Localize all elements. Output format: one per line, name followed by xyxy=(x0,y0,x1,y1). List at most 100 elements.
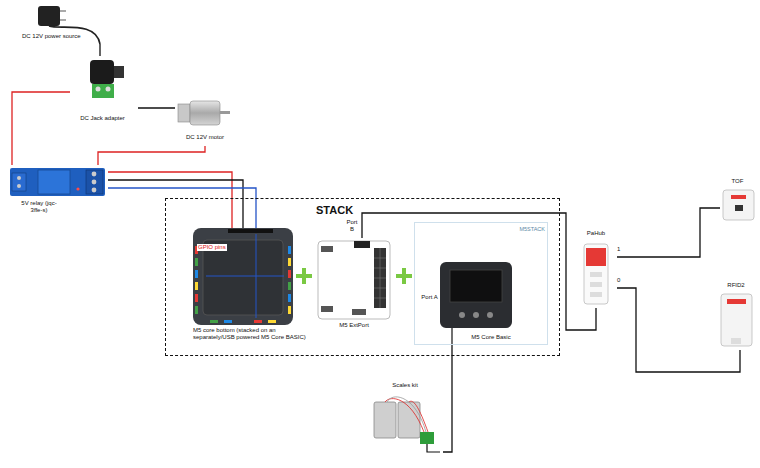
text-holder: RFID2 xyxy=(718,282,754,289)
core-bottom-board xyxy=(203,240,283,315)
text-holder: GPIO pins xyxy=(197,235,231,253)
tof-unit xyxy=(723,190,754,220)
extport-board xyxy=(374,248,386,308)
core-basic-device xyxy=(440,262,512,328)
relay-module xyxy=(17,184,21,188)
wire xyxy=(108,188,256,228)
node-label: DC Jack adapter xyxy=(70,115,135,122)
core-bottom-board xyxy=(195,282,198,290)
node-label: STACK xyxy=(316,204,361,217)
dc-jack xyxy=(106,87,111,92)
text-holder: M5STACK xyxy=(499,226,545,233)
pahub-unit xyxy=(584,244,608,304)
relay-module xyxy=(92,188,97,193)
dc-jack xyxy=(90,60,124,98)
core-bottom-board xyxy=(193,228,293,325)
core-bottom-board xyxy=(288,270,291,278)
text-holder: Port B xyxy=(344,219,360,233)
core-basic-device xyxy=(459,312,465,318)
dc-motor xyxy=(190,101,220,125)
text-holder: PaHub xyxy=(578,230,614,237)
extport-board xyxy=(318,241,390,319)
port-label: Port B xyxy=(344,219,360,233)
core-basic-device xyxy=(473,312,479,318)
extport-board xyxy=(321,246,333,252)
core-bottom-board xyxy=(268,320,276,323)
scales-kit: Scales kit xyxy=(370,378,443,462)
pahub-unit xyxy=(590,282,602,287)
dc-jack xyxy=(114,66,124,78)
dc-jack xyxy=(92,84,114,98)
text-holder: DC 12V power source xyxy=(22,33,92,40)
power-source: DC 12V power source xyxy=(18,2,112,44)
scales-kit xyxy=(374,397,440,452)
power-adapter xyxy=(60,19,66,21)
extport-board xyxy=(321,306,333,312)
dc-jack-adapter: DC Jack adapter xyxy=(70,56,138,126)
core-bottom-board xyxy=(288,246,291,254)
core-bottom-board xyxy=(195,270,198,278)
node-label: M5 ExtPort xyxy=(316,322,392,329)
core-bottom-board xyxy=(288,282,291,290)
extport-board xyxy=(374,248,386,308)
core-basic-device xyxy=(440,262,512,345)
relay-module xyxy=(38,170,70,194)
relay-module xyxy=(12,173,26,191)
plus-sign xyxy=(296,268,312,284)
core-bottom-board xyxy=(193,228,293,325)
node-label: PaHub xyxy=(578,230,614,237)
relay-module xyxy=(10,168,105,196)
rfid-unit xyxy=(721,294,752,346)
dc-motor xyxy=(178,101,230,125)
wire xyxy=(98,146,205,165)
core-bottom-board xyxy=(195,294,198,302)
text-holder: Scales kit xyxy=(370,382,440,389)
core-bottom-board xyxy=(228,229,273,233)
tof-unit xyxy=(731,195,746,199)
relay-module xyxy=(92,172,97,177)
scales-kit xyxy=(420,432,434,444)
node-label: RFID2 xyxy=(718,282,754,289)
relay-module xyxy=(92,180,97,185)
rfid-unit xyxy=(731,338,741,344)
wire xyxy=(443,345,452,452)
extport-board xyxy=(352,309,366,315)
tof-unit xyxy=(735,205,743,211)
wire xyxy=(617,208,720,257)
extport-board xyxy=(318,241,390,319)
port-label: Port A xyxy=(421,294,438,301)
power-adapter xyxy=(60,10,66,12)
wire xyxy=(99,44,100,56)
node-label: DC 12V motor xyxy=(175,134,235,141)
node-label: TOF xyxy=(720,178,755,185)
scales-kit xyxy=(374,402,396,438)
relay-module xyxy=(86,170,103,194)
wire xyxy=(362,213,596,330)
core-basic-panel: M5STACKM5 Core Basic xyxy=(414,222,548,345)
pin-label: GPIO pins xyxy=(197,244,227,251)
channel-number: 1 xyxy=(617,246,625,253)
dc-jack xyxy=(90,60,114,84)
stack-group: STACKM5 core bottom (stacked on an separ… xyxy=(165,198,560,356)
text-holder: TOF xyxy=(720,178,755,185)
text-holder: DC 12V motor xyxy=(175,134,235,141)
text-holder: STACK xyxy=(316,204,361,217)
core-bottom-board xyxy=(195,306,198,314)
core-basic-device xyxy=(450,270,502,302)
tof-sensor: TOF xyxy=(720,176,758,226)
dc-motor xyxy=(178,104,190,122)
core-bottom-board xyxy=(288,306,291,314)
power-adapter xyxy=(38,6,60,26)
rfid-unit xyxy=(721,294,752,346)
text-holder: DC Jack adapter xyxy=(70,115,135,122)
relay-module xyxy=(10,168,105,196)
text-holder: 0 xyxy=(617,277,625,284)
text-holder: 1 xyxy=(617,246,625,253)
channel-number: 0 xyxy=(617,277,625,284)
core-bottom-board xyxy=(195,258,198,266)
wire xyxy=(138,107,175,108)
core-bottom-board xyxy=(254,320,262,323)
